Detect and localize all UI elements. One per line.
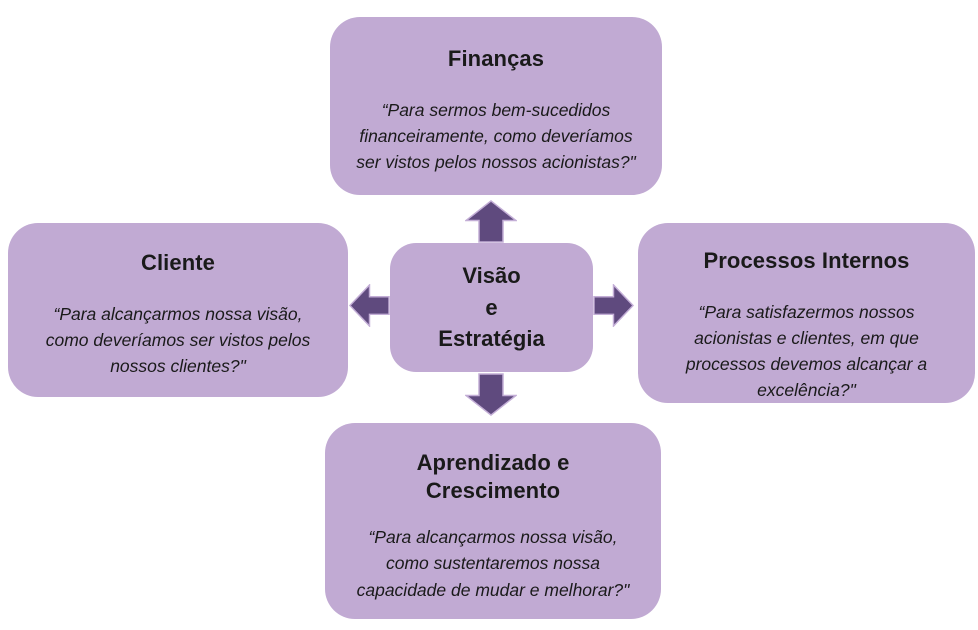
processos-internos-quote: “Para satisfazermos nossos acionistas e …: [685, 301, 928, 401]
processos-internos-title: Processos Internos: [703, 248, 910, 273]
arrow-up-icon: [465, 200, 517, 243]
perspective-processos-internos-box: Processos Internos “Para satisfazermos n…: [638, 223, 975, 403]
cliente-title: Cliente: [140, 250, 216, 275]
cliente-quote: “Para alcançarmos nossa visão, como deve…: [45, 303, 311, 377]
aprendizado-crescimento-title: Aprendizado e Crescimento: [416, 450, 570, 503]
vision-strategy-box: Visão e Estratégia: [390, 243, 593, 372]
perspective-aprendizado-crescimento-box: Aprendizado e Crescimento “Para alcançar…: [325, 423, 661, 619]
perspective-cliente-box: Cliente “Para alcançarmos nossa visão, c…: [8, 223, 348, 397]
financas-quote: “Para sermos bem-sucedidos financeiramen…: [356, 99, 636, 173]
arrow-right-icon: [593, 284, 634, 327]
arrow-left-icon: [349, 284, 390, 327]
financas-title: Finanças: [447, 46, 545, 71]
arrow-down-icon: [465, 373, 517, 416]
vision-strategy-title: Visão e Estratégia: [438, 262, 545, 352]
perspective-financas-box: Finanças “Para sermos bem-sucedidos fina…: [330, 17, 662, 195]
aprendizado-crescimento-quote: “Para alcançarmos nossa visão, como sust…: [356, 527, 630, 600]
